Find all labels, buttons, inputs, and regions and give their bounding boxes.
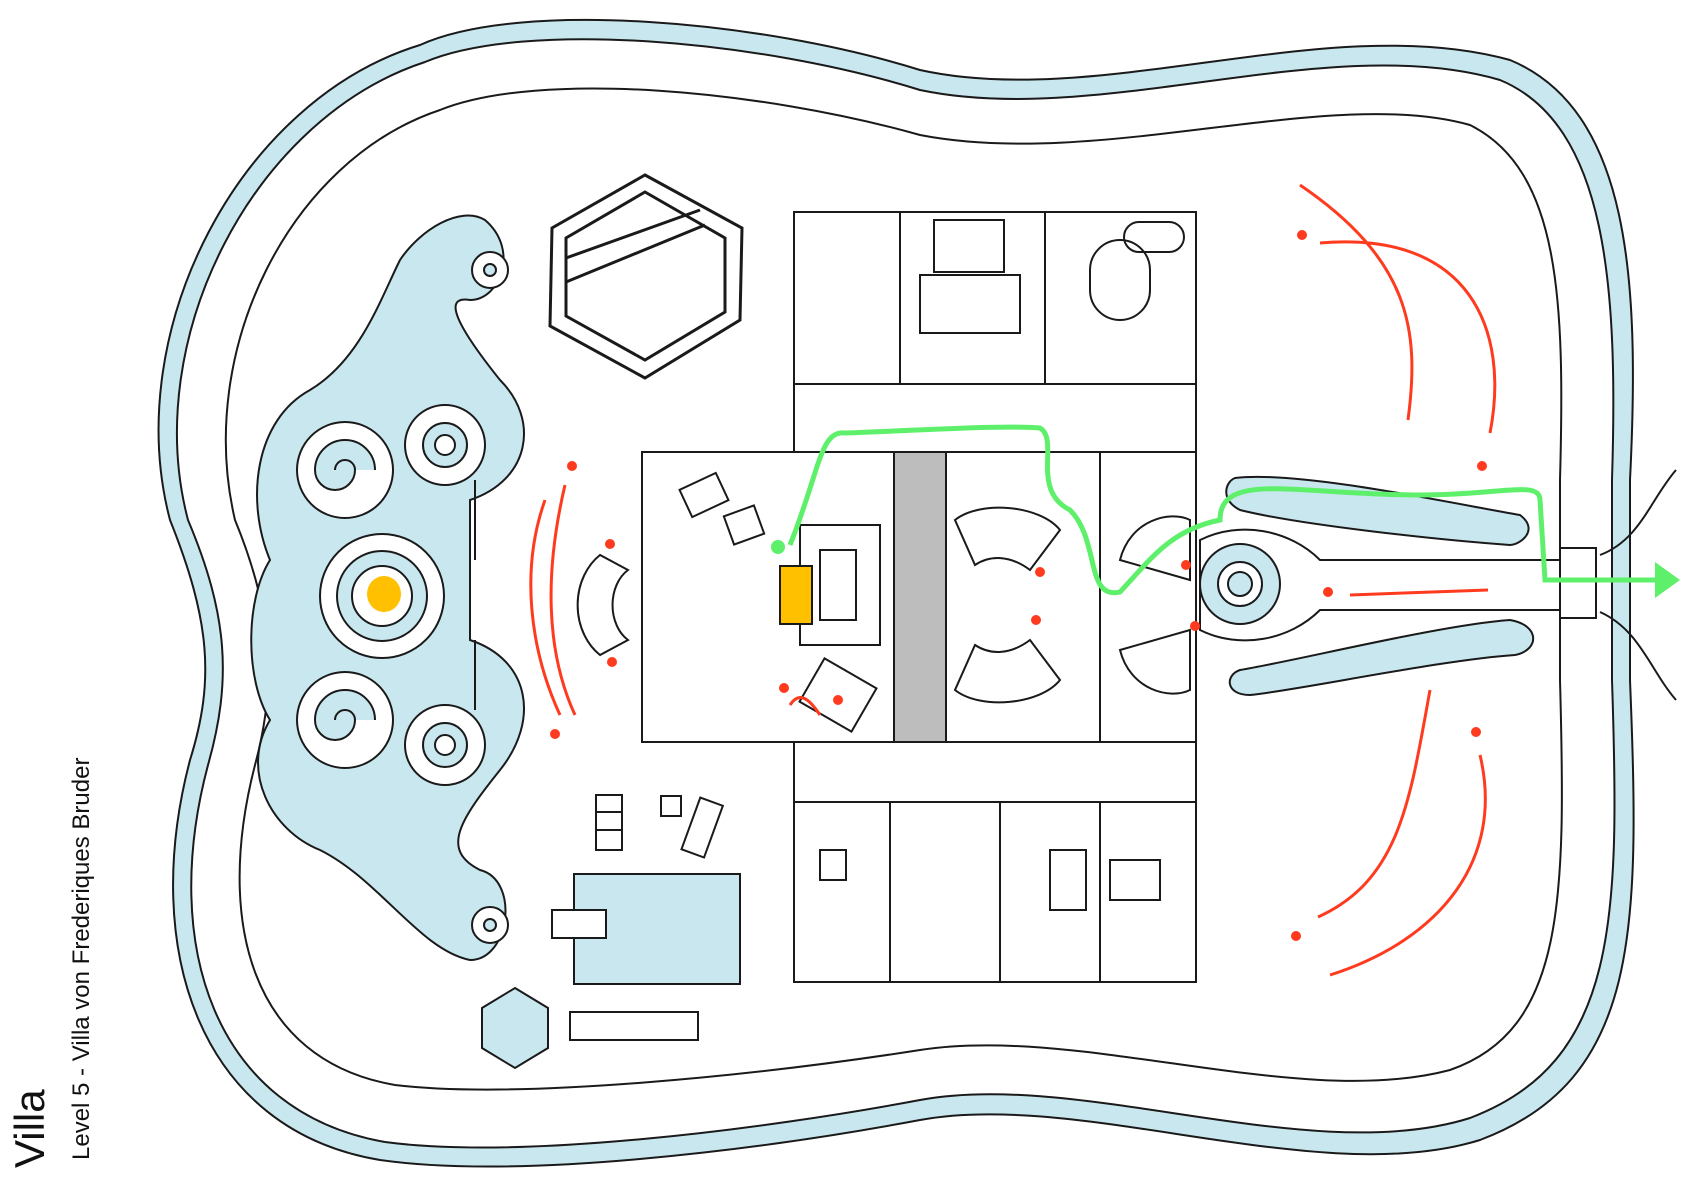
player-start-green-dot [771, 540, 785, 554]
fountain-area [1199, 475, 1561, 697]
target-yellow [367, 576, 401, 612]
pool-ladder [551, 909, 607, 939]
map-title: Villa [6, 1089, 53, 1168]
player-path [787, 424, 1655, 596]
sofa-yellow [779, 565, 813, 625]
hexagon-pavilion [548, 173, 744, 380]
road-edge-bottom [1599, 611, 1677, 701]
guard-positions [550, 230, 1487, 941]
exit-arrow-green [1655, 562, 1680, 598]
gate [1559, 547, 1597, 619]
road-edge-top [1599, 469, 1677, 556]
bench [569, 1011, 699, 1041]
guard-routes [529, 183, 1497, 977]
small-hexagon [481, 986, 549, 1070]
gray-wall-block [893, 451, 947, 743]
staircases [576, 506, 1191, 704]
map-subtitle: Level 5 - Villa von Frederiques Bruder [68, 757, 95, 1160]
sun-loungers [595, 794, 725, 859]
hexagon-divider [565, 208, 706, 284]
